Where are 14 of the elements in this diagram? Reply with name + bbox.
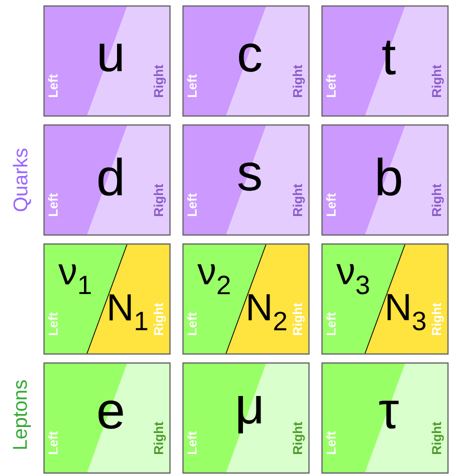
particle-card: d Left Right	[43, 124, 171, 236]
particle-card: e Left Right	[43, 362, 171, 474]
particle-card: u Left Right	[43, 5, 171, 117]
particle-card: ν$_{1}$ N$_{1}$ Left Right	[43, 243, 171, 355]
particle-card: τ Left Right	[321, 362, 449, 474]
particle-card: ν$_{3}$ N$_{3}$ Left Right	[321, 243, 449, 355]
particle-card: s Left Right	[182, 124, 310, 236]
group-label: Quarks	[12, 148, 32, 212]
particle-card: c Left Right	[182, 5, 310, 117]
particle-card: μ Left Right	[182, 362, 310, 474]
particle-card: ν$_{2}$ N$_{2}$ Left Right	[182, 243, 310, 355]
particle-card: t Left Right	[321, 5, 449, 117]
group-label: Leptons	[13, 380, 31, 449]
particle-card: b Left Right	[321, 124, 449, 236]
